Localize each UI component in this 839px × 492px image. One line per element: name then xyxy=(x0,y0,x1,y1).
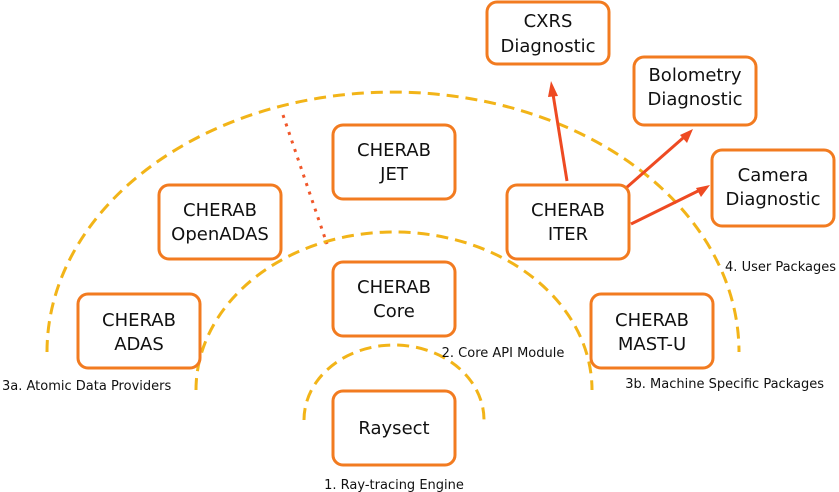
cherab-mastu-box: CHERAB MAST-U xyxy=(589,292,715,370)
openadas-box-line1: CHERAB xyxy=(183,200,257,221)
arrow-iter-to-camera xyxy=(630,185,710,226)
mastu-box-line2: MAST-U xyxy=(618,334,686,355)
cherab-adas-box: CHERAB ADAS xyxy=(76,292,202,370)
outer-ring-arc xyxy=(45,90,741,353)
adas-box-line2: ADAS xyxy=(114,334,164,355)
camera-box-line1: Camera xyxy=(738,165,809,186)
mastu-box-line1: CHERAB xyxy=(615,310,689,331)
iter-box-line2: ITER xyxy=(548,224,588,245)
jet-box-line2: JET xyxy=(379,164,409,185)
caption-user-packages: 4. User Packages xyxy=(725,260,836,275)
cherab-core-box: CHERAB Core xyxy=(331,260,457,338)
openadas-box-line2: OpenADAS xyxy=(171,224,269,245)
raysect-box-label: Raysect xyxy=(358,418,429,439)
caption-machine-specific-packages: 3b. Machine Specific Packages xyxy=(625,377,824,392)
core-box-line1: CHERAB xyxy=(357,277,431,298)
cherab-openadas-box: CHERAB OpenADAS xyxy=(157,183,283,261)
iter-box-line1: CHERAB xyxy=(531,200,605,221)
cherab-jet-box: CHERAB JET xyxy=(331,123,457,201)
core-box-line2: Core xyxy=(373,301,415,322)
middle-ring-arc xyxy=(194,230,594,391)
arrow-iter-to-cxrs xyxy=(548,81,569,182)
atomic-machine-divider xyxy=(281,114,329,245)
caption-atomic-data-providers: 3a. Atomic Data Providers xyxy=(2,379,171,394)
bolometry-box-line2: Diagnostic xyxy=(647,89,742,110)
arrow-iter-to-bolometry xyxy=(625,129,693,190)
bolometry-box-line1: Bolometry xyxy=(648,65,741,86)
jet-box-line1: CHERAB xyxy=(357,140,431,161)
caption-ray-tracing-engine: 1. Ray-tracing Engine xyxy=(324,478,464,492)
cxrs-box-line1: CXRS xyxy=(524,11,573,32)
adas-box-line1: CHERAB xyxy=(102,310,176,331)
raysect-box: Raysect xyxy=(331,389,457,467)
camera-diagnostic-box: Camera Diagnostic xyxy=(710,148,836,228)
cherab-iter-box: CHERAB ITER xyxy=(505,183,631,261)
camera-box-line2: Diagnostic xyxy=(725,189,820,210)
cxrs-diagnostic-box: CXRS Diagnostic xyxy=(485,0,611,66)
bolometry-diagnostic-box: Bolometry Diagnostic xyxy=(632,55,758,127)
cxrs-box-line2: Diagnostic xyxy=(500,36,595,57)
caption-core-api-module: 2. Core API Module xyxy=(442,346,565,361)
